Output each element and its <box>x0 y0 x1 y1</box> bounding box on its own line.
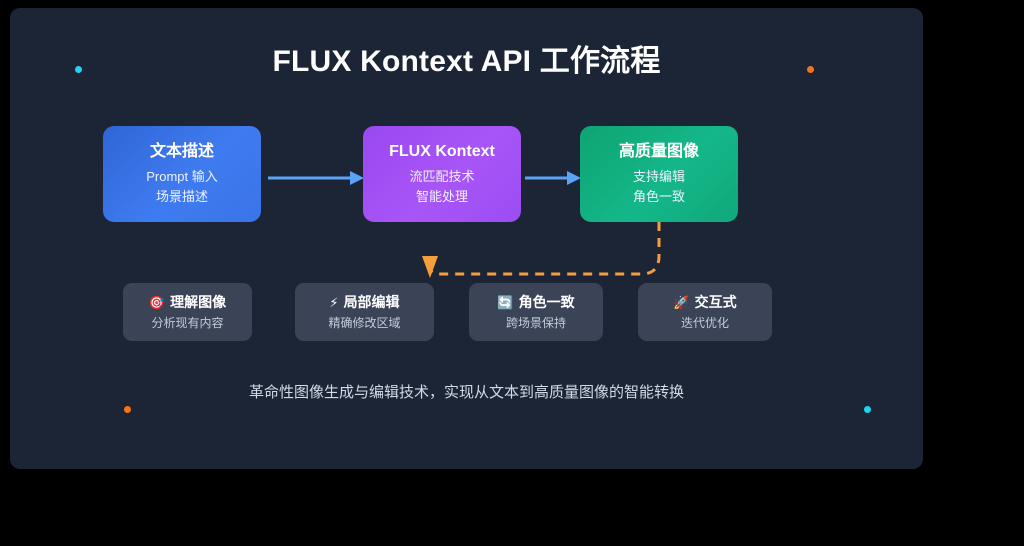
feature-chip-local-edit-title: 局部编辑 <box>343 293 400 310</box>
feature-chip-interactive-title: 交互式 <box>694 293 737 310</box>
feature-chip-local-edit-head: ⚡ 局部编辑 <box>329 294 399 311</box>
flow-card-engine-line1: 流匹配技术 <box>409 169 475 184</box>
dot-bottom-left <box>124 406 131 413</box>
flow-card-input-line1: Prompt 输入 <box>146 169 218 184</box>
feedback-path-output-to-engine <box>422 222 661 278</box>
flow-card-output-line2: 角色一致 <box>632 188 685 204</box>
feature-chip-consistency-title: 角色一致 <box>518 293 575 310</box>
workflow-panel: FLUX Kontext API 工作流程 文本描述 Prompt 输入 场 <box>10 8 923 469</box>
arrow-input-to-engine <box>268 171 364 185</box>
dot-bottom-right <box>864 406 871 413</box>
feature-chip-understand-subtitle: 分析现有内容 <box>151 315 224 330</box>
feature-chip-local-edit[interactable]: ⚡ 局部编辑 精确修改区域 <box>295 283 434 341</box>
flow-card-engine-line2: 智能处理 <box>415 188 468 204</box>
feature-chip-interactive-subtitle: 迭代优化 <box>680 315 729 330</box>
flow-card-output[interactable]: 高质量图像 支持编辑 角色一致 <box>580 126 738 222</box>
dot-top-left <box>75 66 82 73</box>
feature-chip-local-edit-subtitle: 精确修改区域 <box>328 315 401 330</box>
dot-top-right <box>807 66 814 73</box>
feature-chip-consistency[interactable]: 🔄 角色一致 跨场景保持 <box>469 283 603 341</box>
flow-card-output-line1: 支持编辑 <box>632 169 685 184</box>
feature-chip-understand-head: 🎯 理解图像 <box>149 294 226 311</box>
footer-caption: 革命性图像生成与编辑技术，实现从文本到高质量图像的智能转换 <box>248 384 684 401</box>
refresh-icon: 🔄 <box>497 294 514 310</box>
rocket-icon: 🚀 <box>673 294 690 310</box>
flow-card-engine[interactable]: FLUX Kontext 流匹配技术 智能处理 <box>363 126 521 222</box>
feature-chip-consistency-head: 🔄 角色一致 <box>497 294 574 311</box>
page-title: FLUX Kontext API 工作流程 <box>272 45 661 78</box>
feature-chip-consistency-subtitle: 跨场景保持 <box>505 315 566 330</box>
flow-card-input-line2: 场景描述 <box>155 188 208 204</box>
flow-card-input-title: 文本描述 <box>149 143 214 160</box>
flow-card-output-title: 高质量图像 <box>618 143 699 160</box>
feature-chip-understand-title: 理解图像 <box>170 293 227 310</box>
feature-chip-interactive[interactable]: 🚀 交互式 迭代优化 <box>638 283 772 341</box>
feature-chip-interactive-head: 🚀 交互式 <box>673 294 736 311</box>
flow-card-engine-title: FLUX Kontext <box>389 143 495 160</box>
feature-chip-understand[interactable]: 🎯 理解图像 分析现有内容 <box>123 283 252 341</box>
dart-icon: 🎯 <box>148 294 166 310</box>
lightning-icon: ⚡ <box>329 294 339 310</box>
arrow-engine-to-output <box>525 171 581 185</box>
flow-card-input[interactable]: 文本描述 Prompt 输入 场景描述 <box>103 126 261 222</box>
